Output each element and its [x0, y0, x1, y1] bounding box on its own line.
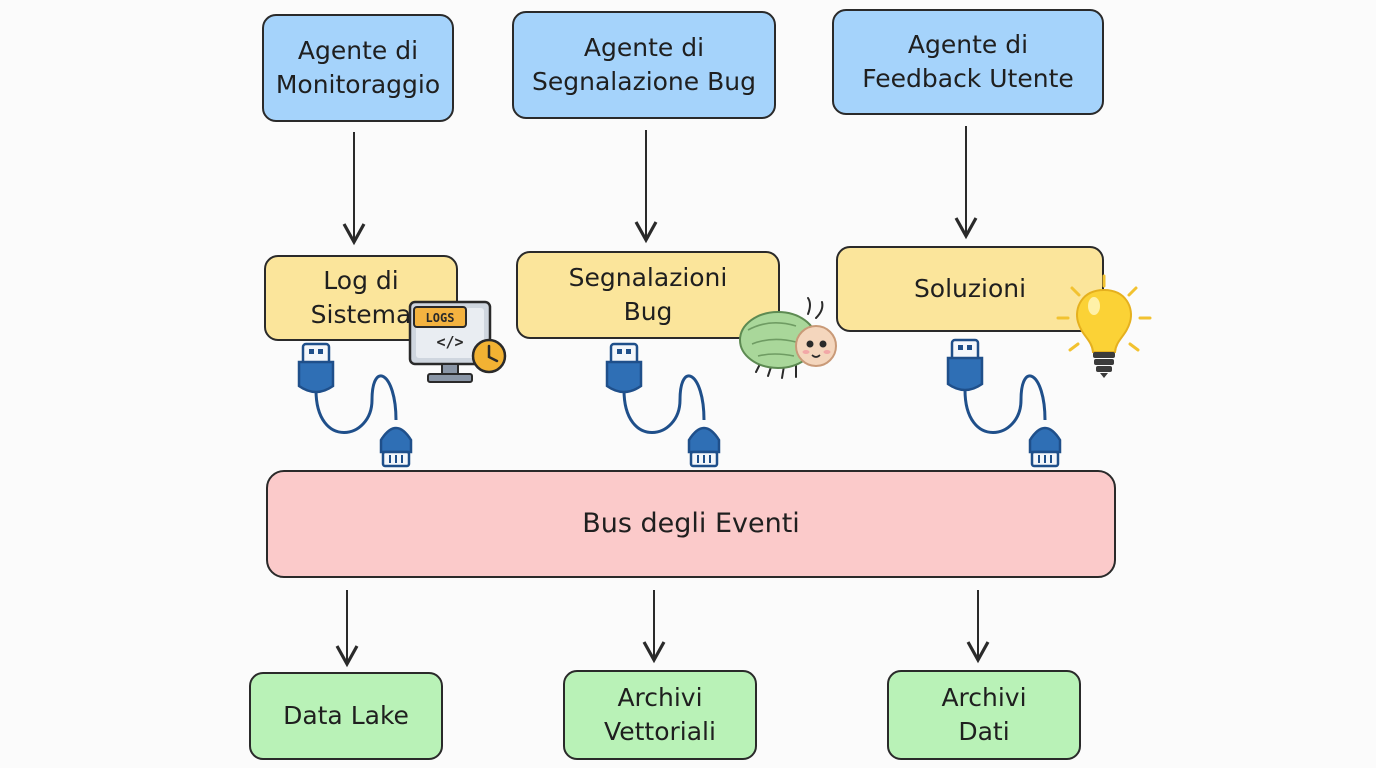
event-bus-node: Bus degli Eventi [266, 470, 1116, 578]
agent-bug-report-node: Agente di Segnalazione Bug [512, 11, 776, 119]
usb-cable-bugs-to-bus [605, 342, 721, 468]
agent-monitoring-label: Agente di Monitoraggio [275, 36, 441, 99]
output-solutions-node: Soluzioni [836, 246, 1104, 332]
store-data-lake-label: Data Lake [283, 701, 409, 731]
agent-user-feedback-node: Agente di Feedback Utente [832, 9, 1104, 115]
output-bug-reports-label: Segnalazioni Bug [568, 263, 728, 326]
output-bug-reports-node: Segnalazioni Bug [516, 251, 780, 339]
store-vector-archives-label: Archivi Vettoriali [604, 683, 716, 746]
agent-user-feedback-label: Agente di Feedback Utente [862, 30, 1074, 93]
agent-monitoring-node: Agente di Monitoraggio [262, 14, 454, 122]
store-data-archives-label: Archivi Dati [941, 683, 1027, 746]
usb-cable-solutions-to-bus [946, 338, 1062, 468]
output-system-log-label: Log di Sistema [310, 266, 412, 329]
store-data-lake-node: Data Lake [249, 672, 443, 760]
output-solutions-label: Soluzioni [913, 274, 1027, 304]
store-data-archives-node: Archivi Dati [887, 670, 1081, 760]
agent-bug-report-label: Agente di Segnalazione Bug [532, 33, 756, 96]
store-vector-archives-node: Archivi Vettoriali [563, 670, 757, 760]
event-bus-label: Bus degli Eventi [582, 507, 800, 539]
usb-cable-log-to-bus [297, 342, 413, 468]
output-system-log-node: Log di Sistema [264, 255, 458, 341]
